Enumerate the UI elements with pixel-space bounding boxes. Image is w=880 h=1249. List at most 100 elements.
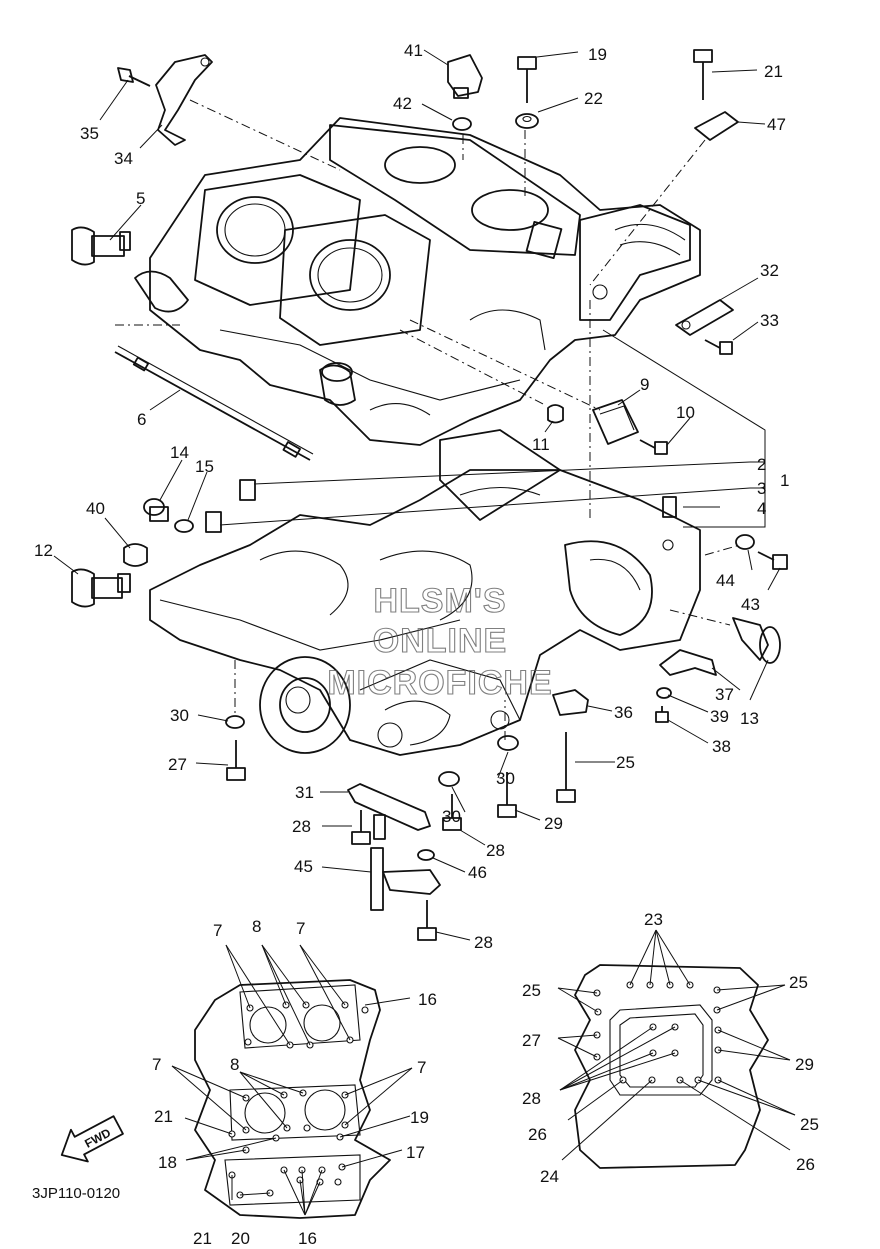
part-28-bolt-a	[442, 794, 462, 831]
callout-35: 35	[80, 124, 99, 143]
upper-case-top-view	[194, 979, 391, 1219]
callout-7: 7	[417, 1058, 426, 1077]
callout-7: 7	[296, 919, 305, 938]
callout-11: 11	[532, 435, 550, 454]
part-28-bolt-b	[351, 810, 371, 845]
leader-bracket-1	[219, 329, 766, 528]
watermark-line-1: HLSM'S	[373, 582, 506, 620]
callout-19: 19	[410, 1108, 429, 1127]
alignment-lines	[115, 99, 741, 740]
callout-46: 46	[468, 863, 487, 882]
watermark: HLSM'S ONLINE MICROFICHE	[327, 581, 552, 702]
callout-29: 29	[795, 1055, 814, 1074]
part-27-bolt	[226, 740, 246, 781]
part-22-washer	[515, 113, 539, 129]
part-9-plate	[592, 399, 639, 445]
part-30-washer-c	[438, 771, 460, 787]
callout-25: 25	[789, 973, 808, 992]
callout-2: 2	[757, 455, 766, 474]
callout-5: 5	[136, 189, 145, 208]
callout-12: 12	[34, 541, 53, 560]
part-45-pipe	[370, 847, 441, 911]
callout-18: 18	[158, 1153, 177, 1172]
part-44-washer	[735, 534, 755, 550]
part-41-plug	[447, 54, 483, 97]
part-34-cover	[155, 54, 213, 146]
callout-9: 9	[640, 375, 649, 394]
callout-1: 1	[780, 471, 789, 490]
subview-leaders	[171, 929, 796, 1216]
leader-lines	[53, 49, 781, 941]
lower-case-bottom-view	[574, 964, 769, 1169]
part-3-dowel	[205, 511, 222, 533]
callout-6: 6	[137, 410, 146, 429]
callout-15: 15	[195, 457, 214, 476]
part-39-washer	[656, 687, 672, 699]
callout-21: 21	[764, 62, 783, 81]
part-21-bolt	[693, 49, 713, 100]
part-4-dowel	[662, 496, 677, 518]
part-30-washer-a	[225, 715, 245, 729]
callout-24: 24	[540, 1167, 559, 1186]
callout-32: 32	[760, 261, 779, 280]
callout-45: 45	[294, 857, 313, 876]
callout-17: 17	[406, 1143, 425, 1162]
callout-42: 42	[393, 94, 412, 113]
callout-43: 43	[741, 595, 760, 614]
part-14-plug	[143, 498, 169, 522]
part-6-stud	[114, 345, 314, 461]
callout-26: 26	[796, 1155, 815, 1174]
watermark-line-3: MICROFICHE	[327, 664, 552, 702]
subview-holes	[228, 981, 722, 1199]
part-31-arm	[347, 783, 431, 831]
callout-31: 31	[295, 783, 314, 802]
callout-14: 14	[170, 443, 189, 462]
callout-20: 20	[231, 1229, 250, 1248]
callout-40: 40	[86, 499, 105, 518]
callout-27: 27	[168, 755, 187, 774]
callout-21: 21	[193, 1229, 212, 1248]
watermark-line-2: ONLINE	[373, 622, 507, 660]
callout-3: 3	[757, 479, 766, 498]
callout-44: 44	[716, 571, 735, 590]
callout-8: 8	[230, 1055, 239, 1074]
part-33-screw	[704, 339, 733, 355]
callout-30: 30	[442, 807, 461, 826]
part-35-screw	[117, 67, 151, 87]
callout-16: 16	[418, 990, 437, 1009]
callout-41: 41	[404, 41, 423, 60]
part-29-bolt	[497, 772, 517, 818]
part-15-oring	[174, 519, 194, 533]
part-31-sleeve	[373, 814, 386, 840]
part-37-bracket	[659, 649, 717, 676]
callout-28: 28	[474, 933, 493, 952]
callout-28: 28	[292, 817, 311, 836]
callout-7: 7	[213, 921, 222, 940]
callout-23: 23	[644, 910, 663, 929]
part-43-bolt	[757, 551, 788, 570]
part-11-cap	[547, 404, 564, 424]
callout-30: 30	[170, 706, 189, 725]
callout-28: 28	[522, 1089, 541, 1108]
callout-16: 16	[298, 1229, 317, 1248]
part-2-dowel	[239, 479, 256, 501]
callout-13: 13	[740, 709, 759, 728]
callout-8: 8	[252, 917, 261, 936]
callout-37: 37	[715, 685, 734, 704]
part-19-bolt	[517, 56, 537, 103]
callout-25: 25	[522, 981, 541, 1000]
callout-39: 39	[710, 707, 729, 726]
callout-21: 21	[154, 1107, 173, 1126]
callout-27: 27	[522, 1031, 541, 1050]
callout-47: 47	[767, 115, 786, 134]
diagram-code: 3JP110-0120	[32, 1185, 120, 1202]
callout-22: 22	[584, 89, 603, 108]
callout-26: 26	[528, 1125, 547, 1144]
callout-29: 29	[544, 814, 563, 833]
part-42-oring	[452, 117, 472, 131]
callout-30: 30	[496, 769, 515, 788]
part-32-plate	[675, 299, 734, 336]
part-46-oring	[417, 849, 435, 861]
